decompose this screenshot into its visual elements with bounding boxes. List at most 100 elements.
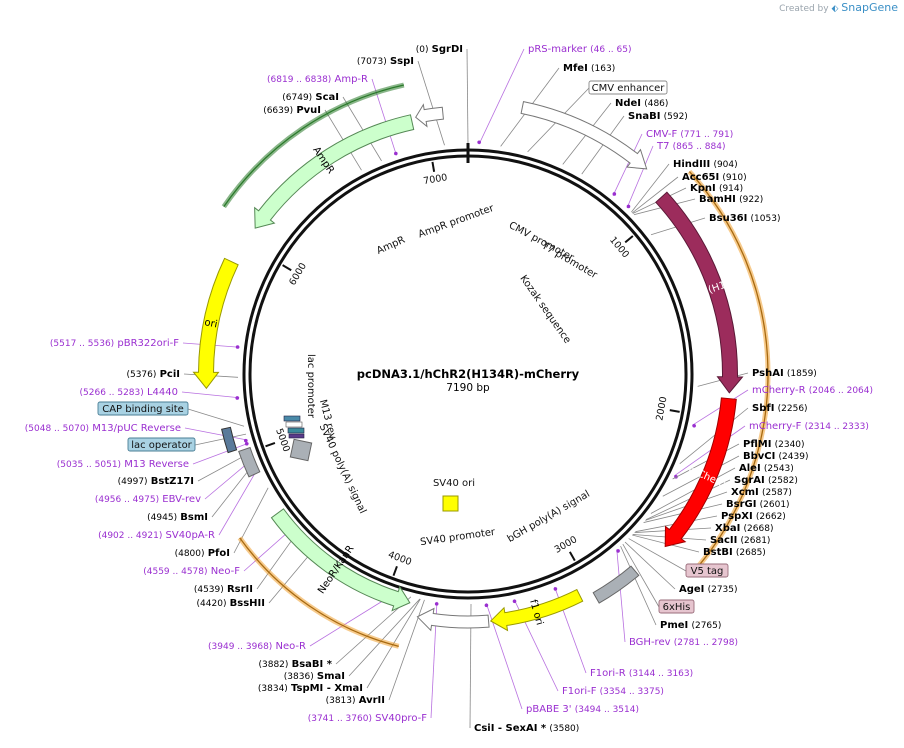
enzyme-site-label: (4539) RsrII	[194, 584, 253, 595]
enzyme-site-label: (5376) PciI	[126, 369, 180, 380]
feature-sv40-promoter	[416, 607, 490, 632]
site-name: SnaBI	[628, 111, 660, 122]
enzyme-site-label: BsrGI (2601)	[726, 499, 790, 510]
site-name: BsrGI	[726, 499, 756, 510]
enzyme-site-label: PshAI (1859)	[752, 368, 817, 379]
site-position: (2340)	[775, 440, 805, 450]
site-name: Bsu36I	[709, 213, 747, 224]
site-position: (4902 .. 4921)	[98, 531, 162, 541]
site-name: M13/pUC Reverse	[92, 423, 181, 434]
primer-site-label: (4956 .. 4975) EBV-rev	[95, 494, 201, 505]
site-position: (2601)	[760, 500, 790, 510]
feature-cmv-enhancer-promoter	[520, 101, 648, 170]
orf-arcs	[221, 82, 771, 649]
watermark-prefix: Created by	[779, 4, 829, 14]
primer-site-mark	[244, 441, 249, 446]
site-position: (771 .. 791)	[680, 130, 733, 140]
site-name: SgrAI	[734, 475, 765, 486]
site-position: (4559 .. 4578)	[143, 567, 207, 577]
site-position: (914)	[719, 184, 743, 194]
primer-site-mark	[243, 438, 248, 443]
site-position: (3494 .. 3514)	[575, 705, 639, 715]
enzyme-site-label: AleI (2543)	[739, 463, 794, 474]
m13-rev-marker	[285, 421, 303, 428]
snapgene-logo-icon: ⬖	[831, 4, 839, 14]
site-position: (3144 .. 3163)	[629, 669, 693, 679]
site-leader	[645, 479, 731, 520]
boxed-label-text: CMV enhancer	[592, 83, 666, 94]
tick-label: 3000	[553, 534, 579, 556]
site-leader	[388, 599, 425, 701]
site-leader	[218, 467, 259, 536]
primer-site-label: (5035 .. 5051) M13 Reverse	[57, 459, 189, 470]
site-name: BstZ17I	[151, 476, 194, 487]
primer-site-mark	[626, 204, 631, 209]
site-name: AgeI	[679, 584, 704, 595]
tick-label: 7000	[423, 172, 449, 187]
enzyme-site-label: (3834) TspMI - XmaI	[258, 683, 363, 694]
site-name: SspI	[390, 56, 414, 67]
enzyme-site-label: (7073) SspI	[357, 56, 414, 67]
boxed-label-frame	[685, 563, 729, 578]
site-leader	[616, 549, 626, 643]
site-position: (904)	[713, 160, 737, 170]
primer-site-mark	[235, 345, 240, 349]
site-position: (0)	[416, 45, 429, 55]
feature-annotation: Kozak sequence	[517, 273, 572, 345]
site-name: NdeI	[615, 98, 641, 109]
tick-label: 6000	[287, 261, 309, 287]
site-name: M13 Reverse	[124, 459, 189, 470]
primer-site-label: (4559 .. 4578) Neo-F	[143, 566, 240, 577]
enzyme-site-label: (0) SgrDI	[416, 44, 463, 55]
site-position: (922)	[739, 195, 763, 205]
site-name: F1ori-F	[562, 686, 597, 697]
feature-annotation: SV40 poly(A) signal	[317, 422, 368, 515]
site-position: (4945)	[147, 513, 177, 523]
enzyme-site-label: PmeI (2765)	[660, 620, 721, 631]
primer-site-label: BGH-rev (2781 .. 2798)	[629, 637, 738, 648]
site-name: mCherry-R	[752, 385, 806, 396]
site-name: pBR322ori-F	[117, 338, 179, 349]
site-position: (4956 .. 4975)	[95, 495, 159, 505]
site-leader	[181, 391, 240, 399]
site-leader	[620, 545, 657, 626]
lac-promoter-marker	[283, 415, 301, 422]
tick-mark	[392, 565, 398, 577]
boxed-leader	[622, 543, 660, 608]
enzyme-site-label: (3882) BsaBI *	[258, 659, 332, 670]
primer-site-label: (5517 .. 5536) pBR322ori-F	[50, 338, 179, 349]
site-name: AleI	[739, 463, 761, 474]
site-position: (7073)	[357, 57, 387, 67]
site-position: (2668)	[744, 524, 774, 534]
enzyme-site-label: CsiI - SexAI * (3580)	[474, 723, 579, 734]
sv40-ori-marker	[442, 495, 459, 512]
site-position: (3949 .. 3968)	[208, 642, 272, 652]
sv40-ori-box	[442, 495, 459, 512]
feature-chr2	[655, 191, 744, 394]
site-name: BssHII	[230, 598, 265, 609]
site-name: pBABE 3'	[526, 704, 572, 715]
enzyme-site-label: (6639) PvuI	[263, 105, 321, 116]
site-name: CsiI - SexAI *	[474, 723, 547, 734]
site-name: CMV-F	[646, 129, 677, 140]
site-leader	[672, 443, 740, 480]
feature-ori	[192, 257, 239, 390]
site-position: (2582)	[768, 476, 798, 486]
primer-site-mark	[484, 603, 489, 608]
site-leader	[184, 427, 248, 441]
enzyme-site-label: (4945) BsmI	[147, 512, 208, 523]
site-position: (2314 .. 2333)	[805, 422, 869, 432]
site-position: (2685)	[736, 548, 766, 558]
site-position: (486)	[644, 99, 668, 109]
site-position: (6749)	[282, 93, 312, 103]
site-position: (910)	[722, 173, 746, 183]
tick-mark	[431, 161, 436, 172]
site-position: (1053)	[751, 214, 781, 224]
orf-arc	[221, 82, 405, 209]
site-name: BsaBI *	[292, 659, 333, 670]
site-leader	[631, 163, 670, 213]
feature-sv40-polya	[238, 446, 261, 478]
feature-mcherry	[664, 397, 737, 548]
site-name: Neo-R	[276, 641, 307, 652]
